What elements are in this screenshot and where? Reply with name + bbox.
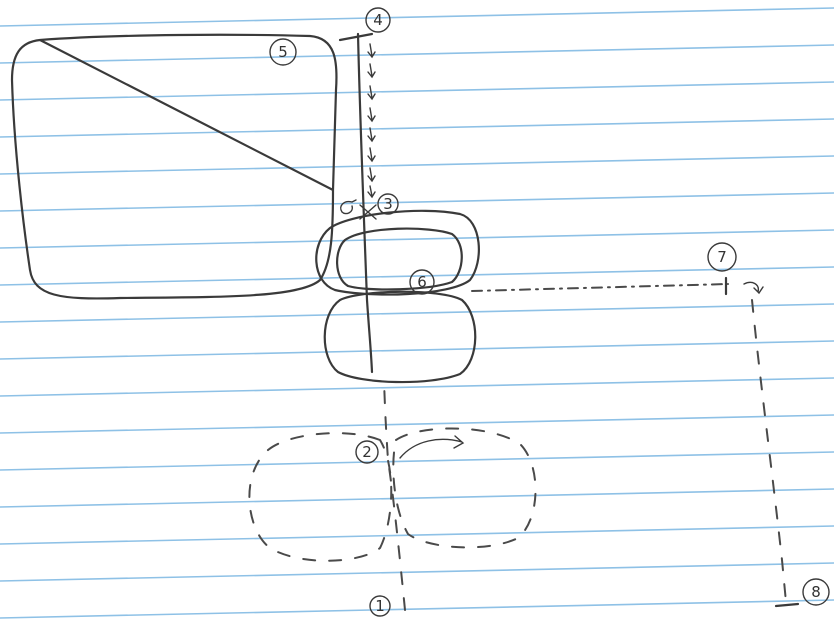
marker-3-label: 3 <box>383 195 393 213</box>
marker-4: 4 <box>365 7 391 33</box>
downward-arrow-chain <box>367 43 376 199</box>
upper-shape-outer <box>315 209 480 296</box>
ruled-line <box>0 340 834 360</box>
ruled-line <box>0 562 834 582</box>
hook-arrow-7 <box>743 281 764 295</box>
lower-oval <box>323 290 477 384</box>
dashed-left-oval <box>248 432 393 562</box>
ruled-line <box>0 7 834 27</box>
large-rounded-box <box>10 33 338 300</box>
marker-6-label: 6 <box>417 273 427 291</box>
marker-6: 6 <box>409 269 435 295</box>
ruled-line <box>0 266 834 286</box>
ruled-line <box>0 155 834 175</box>
ruled-line <box>0 44 834 64</box>
ruled-line <box>0 118 834 138</box>
marker-1: 1 <box>369 595 391 617</box>
dashed-right-oval <box>392 427 537 549</box>
ruled-line <box>0 303 834 323</box>
curved-arrow-icon <box>399 435 465 459</box>
axis-top-tick <box>338 32 374 42</box>
marker-4-label: 4 <box>373 11 383 29</box>
upper-shape-inner <box>336 227 463 291</box>
marker-5: 5 <box>269 38 297 66</box>
ruled-line <box>0 525 834 545</box>
ruled-lines <box>0 7 834 619</box>
marker-8-label: 8 <box>811 583 821 601</box>
dashdot-line-6-to-7 <box>471 283 729 292</box>
ruled-line <box>0 599 834 619</box>
rotation-mark-icon <box>340 199 357 215</box>
ruled-line <box>0 451 834 471</box>
ruled-line <box>0 488 834 508</box>
vertical-axis-line <box>356 32 374 374</box>
dashed-path-1-to-axis <box>383 379 406 611</box>
ruled-line <box>0 377 834 397</box>
dashed-line-7-to-8 <box>751 299 787 603</box>
marker-2: 2 <box>355 440 379 464</box>
marker-1-label: 1 <box>375 597 385 615</box>
ruled-line <box>0 229 834 249</box>
ruled-line <box>0 192 834 212</box>
ruled-line <box>0 81 834 101</box>
tick-8 <box>774 602 800 608</box>
marker-8: 8 <box>802 578 830 606</box>
marker-5-label: 5 <box>278 43 288 61</box>
ruled-line <box>0 414 834 434</box>
marker-7: 7 <box>707 242 737 272</box>
marker-3: 3 <box>377 193 399 215</box>
marker-7-label: 7 <box>717 248 727 266</box>
marker-2-label: 2 <box>362 443 372 461</box>
